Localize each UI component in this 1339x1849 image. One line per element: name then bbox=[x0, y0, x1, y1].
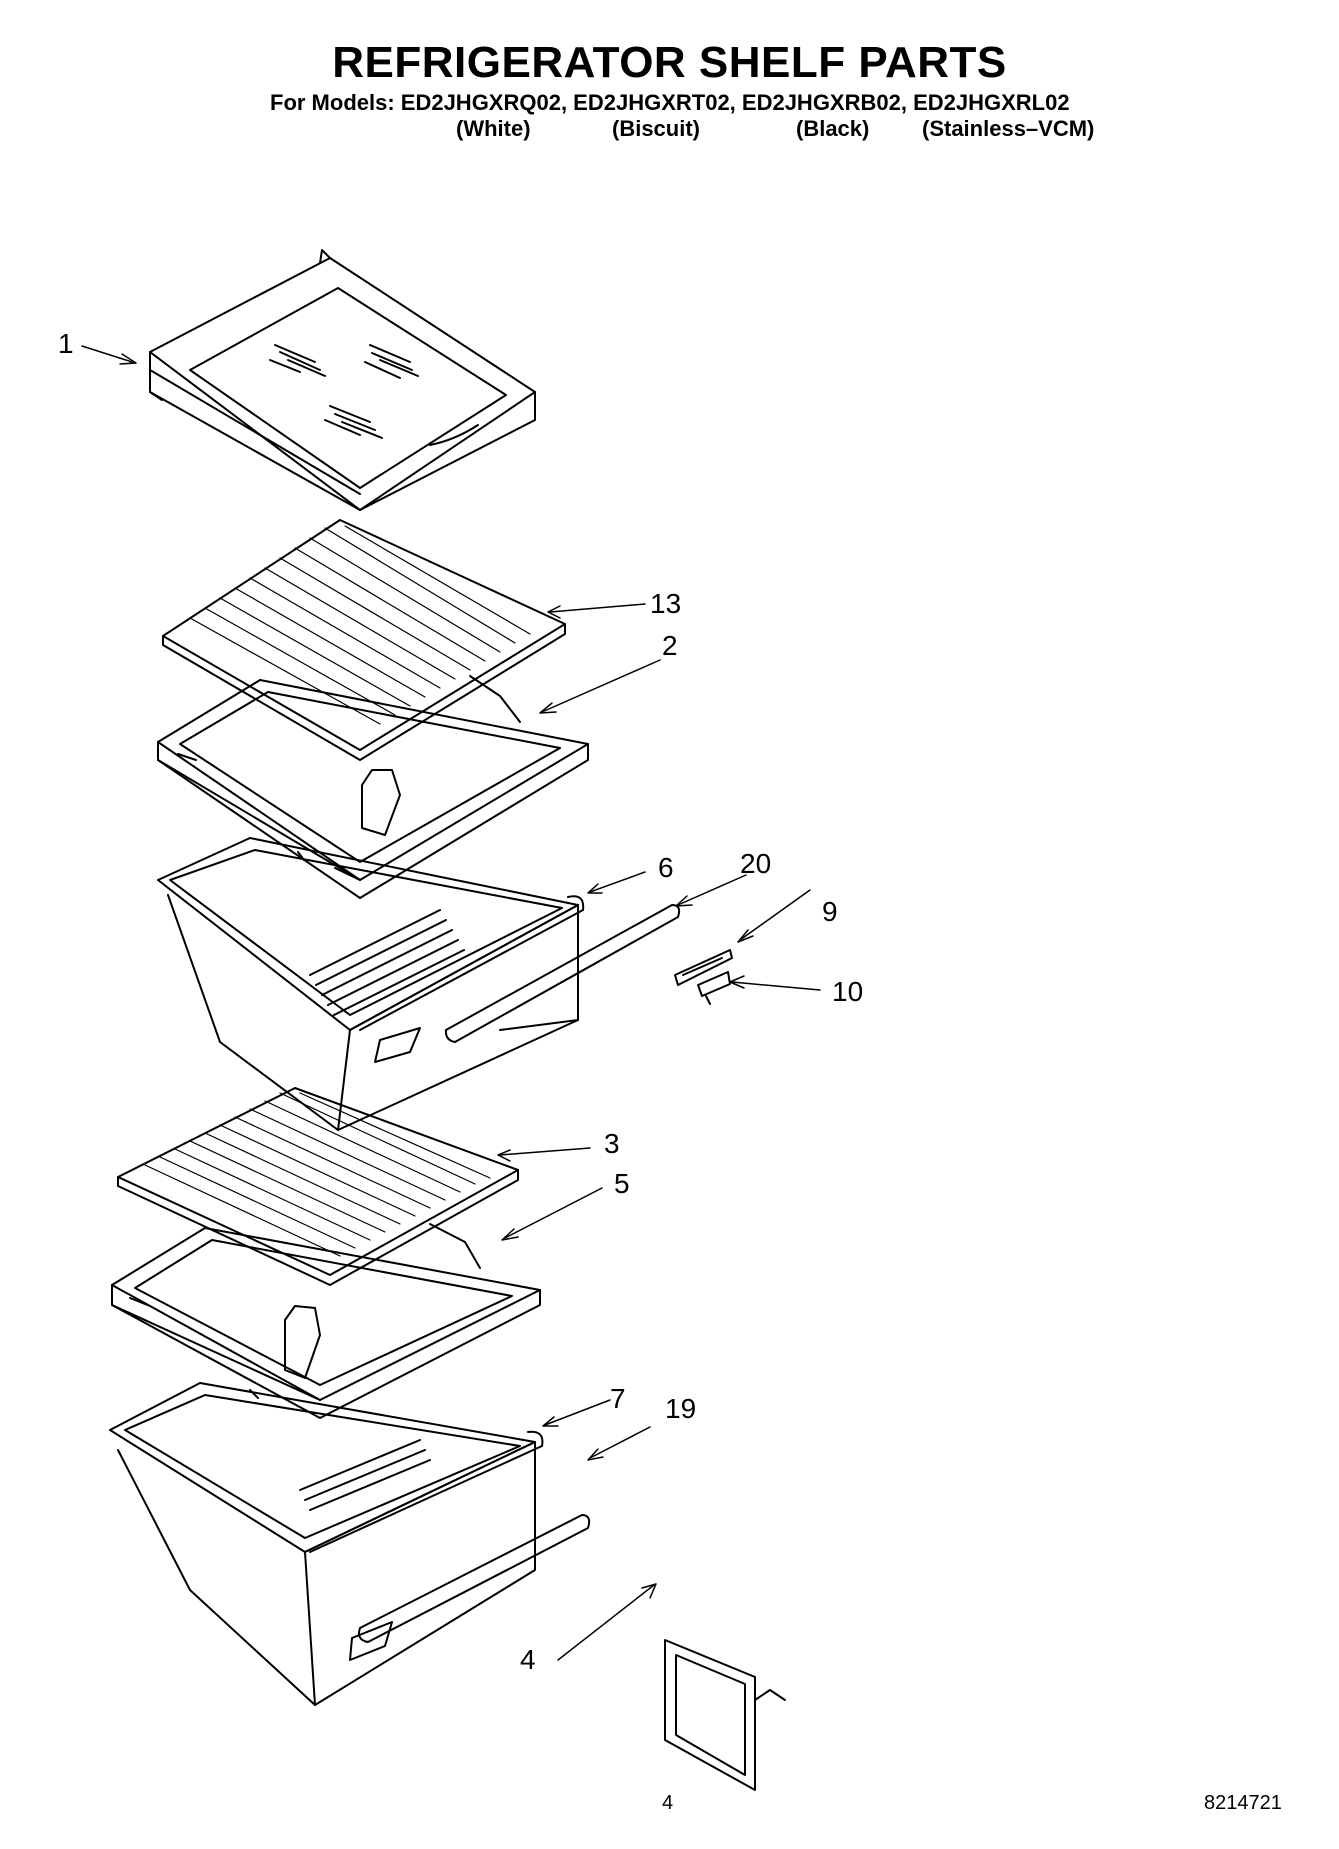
callout-20: 20 bbox=[740, 848, 772, 879]
callout-4: 4 bbox=[520, 1644, 536, 1675]
callout-6: 6 bbox=[658, 852, 674, 883]
color-black: (Black) bbox=[796, 116, 870, 141]
models-line: For Models: ED2JHGXRQ02, ED2JHGXRT02, ED… bbox=[270, 90, 1070, 115]
part-1-shelf-frame bbox=[149, 249, 536, 511]
part-2-crisper-frame bbox=[157, 675, 589, 899]
part-4-label-holder bbox=[664, 1639, 786, 1791]
callout-1: 1 bbox=[58, 328, 74, 359]
callout-3: 3 bbox=[604, 1128, 620, 1159]
callout-10: 10 bbox=[832, 976, 864, 1007]
part-10-control-lever bbox=[697, 971, 731, 1005]
callout-2: 2 bbox=[662, 630, 678, 661]
part-13-glass-shelf bbox=[162, 519, 566, 761]
color-biscuit: (Biscuit) bbox=[612, 116, 700, 141]
part-19-handle bbox=[358, 1514, 591, 1643]
color-white: (White) bbox=[456, 116, 531, 141]
callout-7: 7 bbox=[610, 1383, 626, 1414]
page-title: REFRIGERATOR SHELF PARTS bbox=[332, 38, 1007, 87]
document-number: 8214721 bbox=[1204, 1792, 1282, 1814]
page-number: 4 bbox=[662, 1792, 674, 1814]
callout-9: 9 bbox=[822, 896, 838, 927]
callout-5: 5 bbox=[614, 1168, 630, 1199]
part-3-glass-shelf bbox=[117, 1087, 519, 1286]
part-9-control-slide bbox=[674, 949, 733, 986]
leader-lines bbox=[81, 345, 821, 1661]
callout-19: 19 bbox=[665, 1393, 697, 1424]
part-5-crisper-frame bbox=[111, 1223, 541, 1419]
part-6-crisper-drawer bbox=[157, 769, 585, 1131]
color-stainless: (Stainless–VCM) bbox=[922, 116, 1095, 141]
callout-13: 13 bbox=[650, 588, 682, 619]
part-7-crisper-drawer bbox=[109, 1305, 544, 1706]
